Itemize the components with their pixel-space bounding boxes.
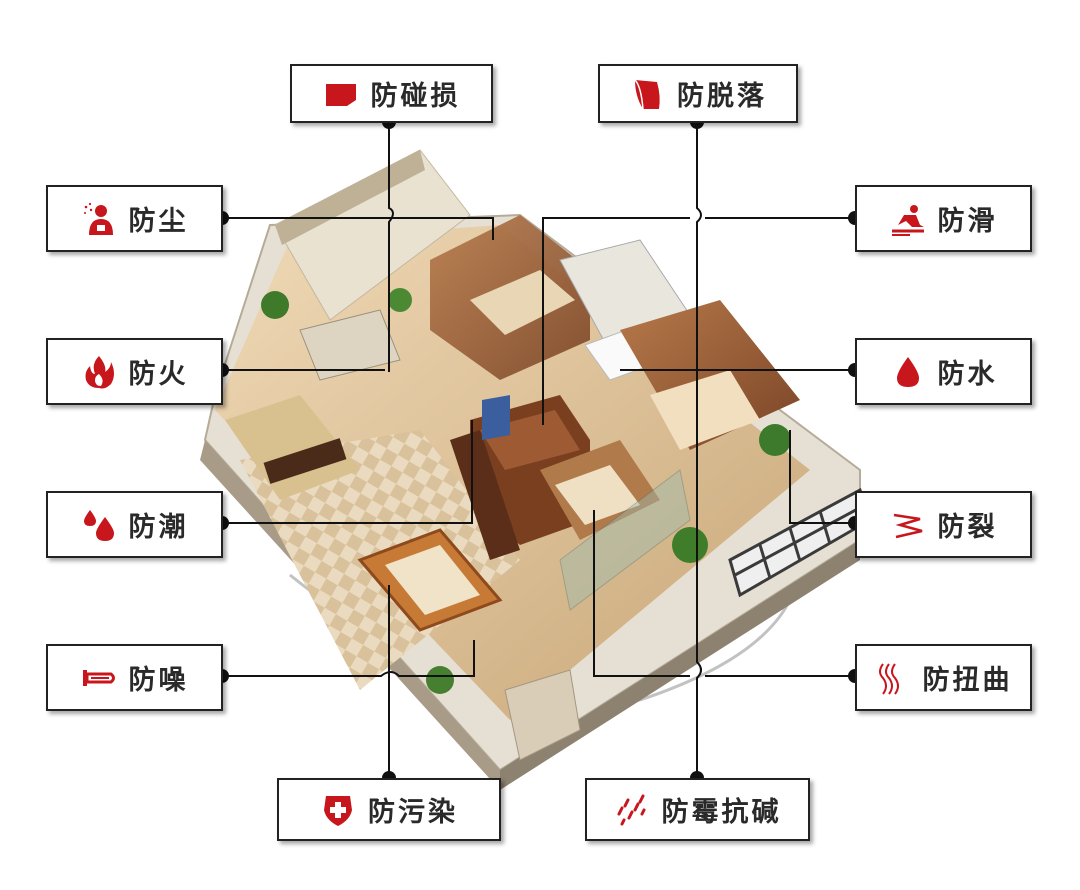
label-waterproof: 防水 (855, 338, 1032, 405)
label-text: 防裂 (937, 512, 998, 543)
flame-icon (85, 355, 114, 388)
label-anti-slip: 防滑 (855, 185, 1032, 252)
label-moisture-proof: 防潮 (46, 491, 223, 558)
label-text: 防尘 (128, 206, 189, 237)
water-droplets-icon (83, 509, 114, 541)
label-text: 防扭曲 (922, 665, 1013, 696)
label-fireproof: 防火 (46, 338, 223, 405)
label-text: 防污染 (368, 797, 458, 828)
slipping-person-icon (891, 204, 924, 236)
label-anti-warp: 防扭曲 (855, 644, 1032, 711)
label-text: 防火 (128, 359, 189, 390)
dust-person-icon (83, 202, 113, 235)
label-text: 防霉抗碱 (661, 797, 782, 828)
rectangle-flag-icon (325, 83, 356, 106)
spores-icon (617, 794, 645, 825)
label-text: 防水 (937, 359, 998, 390)
label-anti-detach: 防脱落 (598, 64, 798, 123)
label-text: 防脱落 (677, 81, 767, 112)
label-text: 防潮 (128, 512, 189, 543)
label-anti-mold-alkali: 防霉抗碱 (585, 778, 810, 841)
label-anti-pollution: 防污染 (277, 778, 501, 841)
label-text: 防噪 (128, 665, 189, 696)
label-noise-proof: 防噪 (46, 644, 223, 711)
peeling-sheet-icon (634, 78, 660, 109)
label-dustproof: 防尘 (46, 185, 223, 252)
water-drop-icon (896, 356, 919, 387)
label-anti-crack: 防裂 (855, 491, 1032, 558)
horn-icon (82, 669, 115, 686)
wavy-lines-icon (878, 662, 899, 695)
label-anti-collision: 防碰损 (290, 64, 493, 123)
label-text: 防碰损 (370, 81, 461, 112)
label-text: 防滑 (937, 206, 998, 237)
shield-cross-icon (324, 795, 352, 826)
crack-icon (893, 513, 922, 538)
